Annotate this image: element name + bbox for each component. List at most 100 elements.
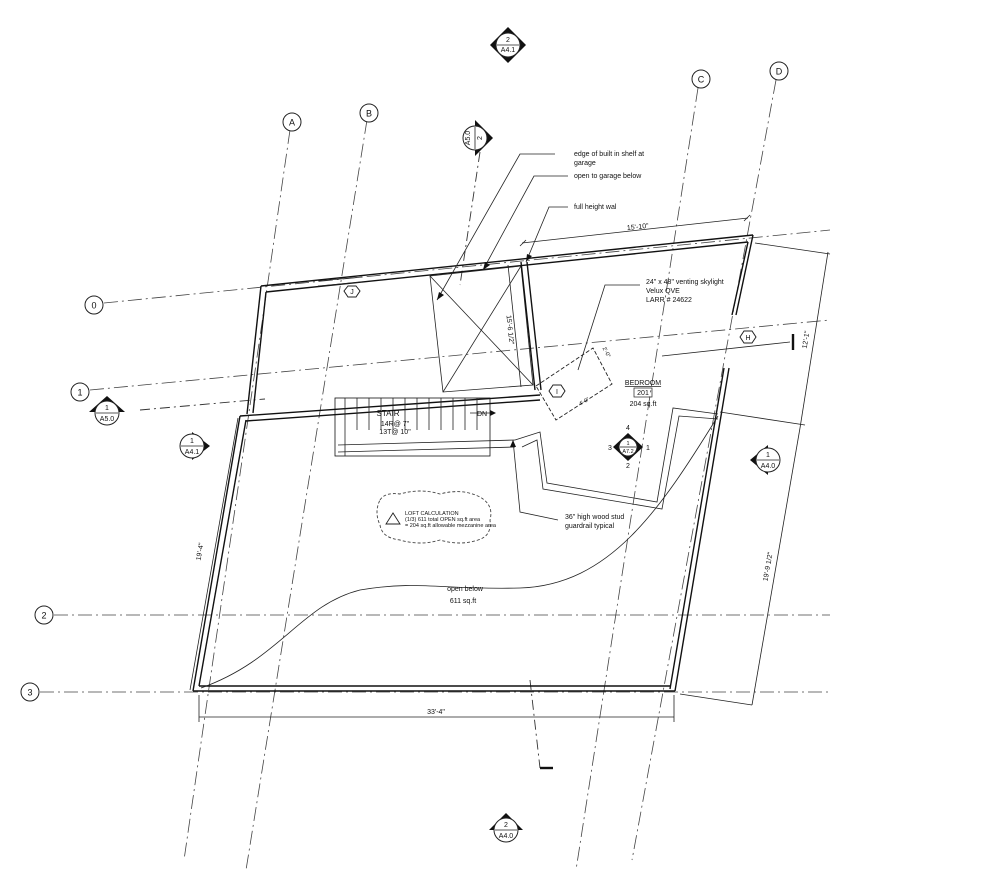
section-marker-left-upper-sheet: A5.0 xyxy=(100,416,115,423)
note-built-in-shelf-2: garage xyxy=(574,160,596,167)
exterior-walls xyxy=(192,234,754,692)
loft-calc-line-2: = 204 sq.ft allowable mezzanine area xyxy=(405,523,497,529)
grid-bubble-2-label: 2 xyxy=(41,611,46,621)
dimension-right-upper: 12'-1" xyxy=(802,330,812,349)
dimension-bottom: 33'-4" xyxy=(427,709,445,716)
note-skylight-larr: LARR # 24622 xyxy=(646,297,692,304)
skylight-tag-i-label: I xyxy=(556,389,558,396)
section-marker-bottom-sheet: A4.0 xyxy=(499,833,514,840)
skylight-tag-i: I xyxy=(548,384,566,398)
grid-line-1 xyxy=(89,319,831,391)
section-marker-top-number: 2 xyxy=(506,37,510,44)
grid-bubble-a-label: A xyxy=(289,118,295,128)
section-marker-top: 2 A4.1 xyxy=(490,27,526,63)
room-labels: BEDROOM 201 204 sq.ft STAIR 14R@ 7" 13T@… xyxy=(377,380,662,605)
section-marker-upper-sheet: A5.0 xyxy=(465,131,472,146)
bedroom-partition-wall xyxy=(520,261,542,391)
grid-lines xyxy=(40,79,831,871)
section-marker-left-mid-sheet: A4.1 xyxy=(185,449,200,456)
section-marker-right-mid: 1 A4.0 xyxy=(750,445,781,475)
grid-line-c xyxy=(575,87,699,871)
section-marker-right-mid-sheet: A4.0 xyxy=(761,463,776,470)
section-marker-upper-number: 2 xyxy=(477,136,484,140)
loft-calc-title: LOFT CALCULATION xyxy=(405,511,459,517)
window-tag-j-label: J xyxy=(350,289,354,296)
section-marker-top-sheet: A4.1 xyxy=(501,47,516,54)
window-tag-j: J xyxy=(343,285,361,298)
section-cut-upper xyxy=(459,151,481,286)
dimension-stair-depth: 15'-6 1/2" xyxy=(504,315,514,346)
grid-bubble-d-label: D xyxy=(776,67,783,77)
open-below-label: open below xyxy=(447,586,484,593)
stair-risers: 14R@ 7" xyxy=(381,421,410,428)
grid-bubble-d: D xyxy=(769,61,789,81)
section-marker-upper: A5.0 2 xyxy=(462,120,493,156)
section-cut-bottom xyxy=(529,679,541,769)
grid-bubble-a: A xyxy=(282,112,302,132)
window-tag-h-label: H xyxy=(745,335,750,342)
section-marker-left-mid: 1 A4.1 xyxy=(179,432,210,460)
interior-elevation-direction-3: 3 xyxy=(608,445,612,452)
grid-line-0 xyxy=(103,229,831,304)
interior-elevation-marker: 1 A7.2 4 3 1 2 xyxy=(608,425,650,470)
guardrail xyxy=(514,407,719,510)
grid-bubble-0: 0 xyxy=(84,295,104,315)
open-below-curve xyxy=(200,415,719,689)
dimension-top: 15'-10" xyxy=(627,223,650,232)
grid-bubble-3: 3 xyxy=(20,682,40,702)
section-cut-lines xyxy=(139,151,795,770)
stair-label: STAIR xyxy=(377,409,400,418)
dimension-skylight-length: 4'-0" xyxy=(578,397,591,408)
grid-bubble-c-label: C xyxy=(698,75,705,85)
garage-opening xyxy=(429,265,534,393)
stair-down-label: DN xyxy=(477,411,487,418)
section-marker-left-upper-number: 1 xyxy=(105,405,109,412)
section-marker-bottom: 2 A4.0 xyxy=(489,813,523,843)
stair xyxy=(334,397,516,457)
grid-bubble-1-label: 1 xyxy=(77,388,82,398)
note-open-to-garage: open to garage below xyxy=(574,173,642,180)
loft-calc-warning-icon xyxy=(385,512,401,525)
annotation-notes: edge of built in shelf at garage open to… xyxy=(565,151,724,530)
section-marker-right-mid-number: 1 xyxy=(766,452,770,459)
interior-elevation-number: 1 xyxy=(626,441,629,447)
grid-line-d xyxy=(631,79,777,861)
loft-calculation-callout: LOFT CALCULATION (1/3) 611 total OPEN sq… xyxy=(376,490,497,544)
section-cut-left-upper xyxy=(139,398,266,411)
grid-bubble-b: B xyxy=(359,103,379,123)
dimension-labels: 15'-10" 15'-6 1/2" 12'-1" 19'-9 1/2" 19'… xyxy=(196,223,812,716)
room-name-bedroom: BEDROOM xyxy=(625,380,661,387)
note-built-in-shelf: edge of built in shelf at xyxy=(574,151,644,158)
section-marker-left-upper: 1 A5.0 xyxy=(89,396,125,426)
room-number-box xyxy=(633,387,653,398)
open-below-area: 611 sq.ft xyxy=(450,598,476,605)
dimension-skylight-width: 2'-0" xyxy=(601,346,611,359)
grid-line-a xyxy=(183,129,291,861)
room-area-bedroom: 204 sq.ft xyxy=(630,401,657,408)
grid-bubble-c: C xyxy=(691,69,711,89)
dimension-right-lower: 19'-9 1/2" xyxy=(763,551,775,582)
room-number-bedroom: 201 xyxy=(637,390,649,397)
grid-bubble-2: 2 xyxy=(34,605,54,625)
dimension-lines xyxy=(189,214,831,722)
note-guardrail: 36" high wood stud xyxy=(565,514,624,521)
window-top xyxy=(317,276,363,282)
note-full-height-wall: full height wal xyxy=(574,204,617,211)
grid-bubble-b-label: B xyxy=(366,109,372,119)
window-tag-h: H xyxy=(739,330,757,344)
loft-calc-line-1: (1/3) 611 total OPEN sq.ft area xyxy=(405,517,481,523)
note-guardrail-2: guardrail typical xyxy=(565,523,614,530)
interior-elevation-direction-4: 4 xyxy=(626,425,630,432)
skylight xyxy=(535,347,613,421)
note-skylight-size: 24" x 48" venting skylight xyxy=(646,279,724,286)
section-cut-right xyxy=(661,341,791,357)
interior-elevation-direction-2: 2 xyxy=(626,463,630,470)
grid-bubble-0-label: 0 xyxy=(91,301,96,311)
grid-line-b xyxy=(245,119,368,871)
leader-lines xyxy=(436,153,640,521)
interior-elevation-direction-1: 1 xyxy=(646,445,650,452)
grid-bubble-1: 1 xyxy=(70,382,90,402)
section-marker-bottom-number: 2 xyxy=(504,822,508,829)
stair-treads: 13T@ 10" xyxy=(379,429,411,436)
